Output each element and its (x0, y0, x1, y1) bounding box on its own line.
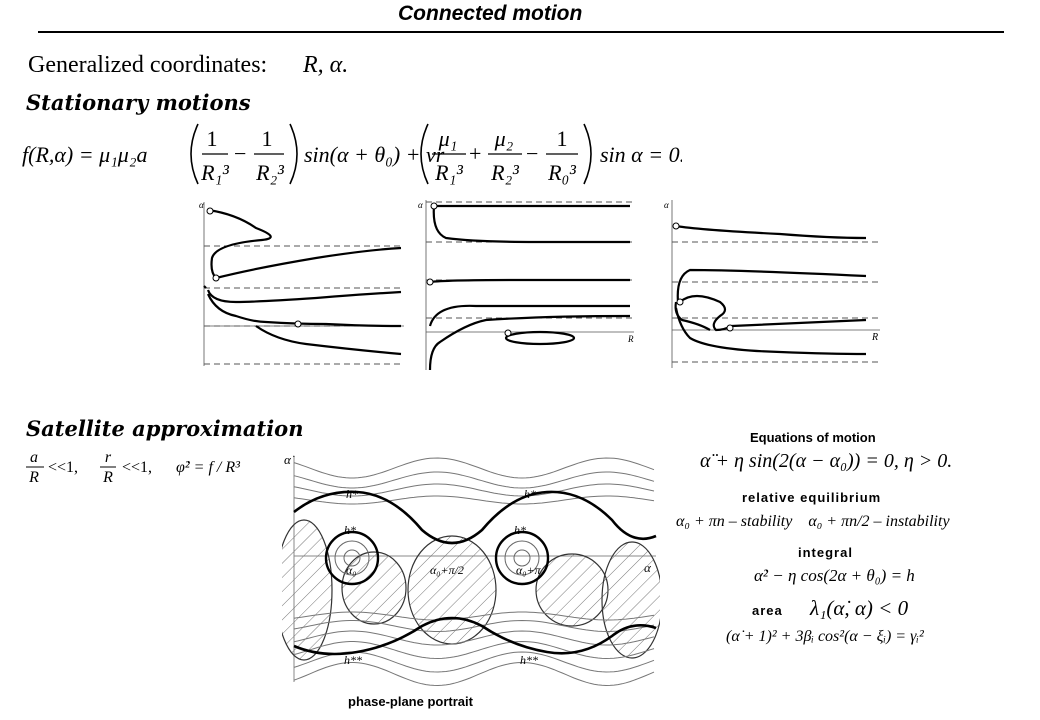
phase-trajectory (293, 619, 655, 632)
eq-frac2-num: 1 (262, 126, 273, 151)
phase-trajectory (293, 661, 655, 686)
phase-trajectory (293, 630, 655, 646)
plot1-alpha-label: α (199, 200, 204, 210)
label-alpha0-pi2: α₀+π/2 (430, 563, 464, 577)
cond-ll1: <<1, (48, 459, 78, 476)
svg-text:−: − (526, 141, 538, 166)
area-label: area (752, 603, 783, 618)
cond-ll2: <<1, (122, 459, 152, 476)
stationary-plot-1: α (196, 198, 406, 370)
area-eq: λ₁(α̇, α) < 0 (810, 596, 909, 620)
cond-phi: φ̇² = f / R³ (176, 459, 240, 476)
eq-frac4-den: R₂³ (490, 160, 519, 185)
portrait-caption: phase-plane portrait (348, 694, 473, 709)
phase-trajectory (293, 611, 655, 621)
cond-a-den: R (28, 469, 39, 486)
eq-frac5-den: R₀³ (547, 160, 576, 185)
relative-equilibrium-heading: relative equilibrium (742, 490, 882, 505)
eq-frac4-num: μ₂ (494, 126, 514, 151)
ellipse-eq: (α̇ + 1)² + 3βᵢ cos²(α − ξᵢ) = γᵢ² (726, 628, 924, 645)
eq-tail: sin α = 0. (600, 142, 682, 167)
label-h-star-2: h* (524, 487, 536, 501)
eq-mid: sin(α + θ₀) + νr (304, 142, 445, 167)
page-title: Connected motion (398, 2, 583, 25)
cond-a-num: a (30, 449, 38, 466)
stationary-equation: f(R,α) = μ₁μ₂a 1 R₁³ − 1 R₂³ sin(α + θ₀)… (22, 123, 682, 185)
coordinates-label: Generalized coordinates: (28, 52, 268, 78)
cond-r-den: R (102, 469, 113, 486)
plot3-alpha-label: α (664, 200, 669, 210)
integral-heading: integral (798, 545, 853, 560)
eq-frac5-num: 1 (557, 126, 568, 151)
stationary-heading: Stationary motions (26, 90, 251, 115)
equation-of-motion: α̈ + η sin(2(α − α₀)) = 0, η > 0. (700, 450, 953, 472)
coordinates-vars: R, α. (303, 52, 349, 78)
eq-frac2-den: R₂³ (255, 160, 284, 185)
portrait-y-label: α̇ (284, 452, 295, 467)
phase-portrait: α̇ α h* h* h* h* α₀ α₀+π/2 α₀+π h** h** (282, 450, 660, 686)
phase-trajectory (293, 471, 655, 489)
eq-frac3-den: R₁³ (434, 160, 463, 185)
eq-lhs: f(R,α) = μ₁μ₂a (22, 142, 147, 167)
label-h-star-star-2: h** (520, 653, 538, 667)
label-h-star-1: h* (346, 487, 358, 501)
phase-trajectory (293, 457, 655, 479)
title-underline (38, 31, 1004, 33)
eq-frac3-num: μ₁ (438, 126, 458, 151)
equations-heading: Equations of motion (750, 430, 876, 445)
phase-trajectory (293, 483, 655, 497)
plot2-r-label: R (627, 334, 634, 344)
plot3-r-label: R (871, 332, 878, 343)
satellite-heading: Satellite approximation (26, 416, 304, 441)
stationary-plot-3: α R (660, 198, 882, 370)
label-alpha0: α₀ (346, 563, 356, 577)
label-alpha0-pi: α₀+π (516, 563, 542, 577)
eq-frac1-den: R₁³ (200, 160, 229, 185)
label-h-sub-1: h* (344, 523, 356, 537)
svg-text:−: − (234, 141, 246, 166)
satellite-condition: a R <<1, r R <<1, φ̇² = f / R³ (26, 449, 240, 486)
eq-frac1-num: 1 (207, 126, 218, 151)
cond-r-num: r (105, 449, 112, 466)
integral-eq: α̇² − η cos(2α + θ₀) = h (754, 566, 915, 585)
phase-trajectory (293, 640, 655, 660)
plot2-alpha-label: α (418, 200, 423, 210)
label-h-star-star-1: h** (344, 653, 362, 667)
relative-equilibrium-eq: α₀ + πn – stability α₀ + πn/2 – instabil… (676, 513, 950, 530)
stationary-plot-2: α R (416, 198, 638, 373)
phase-trajectory (293, 495, 655, 505)
svg-text:+: + (469, 141, 481, 166)
label-h-sub-2: h* (514, 523, 526, 537)
